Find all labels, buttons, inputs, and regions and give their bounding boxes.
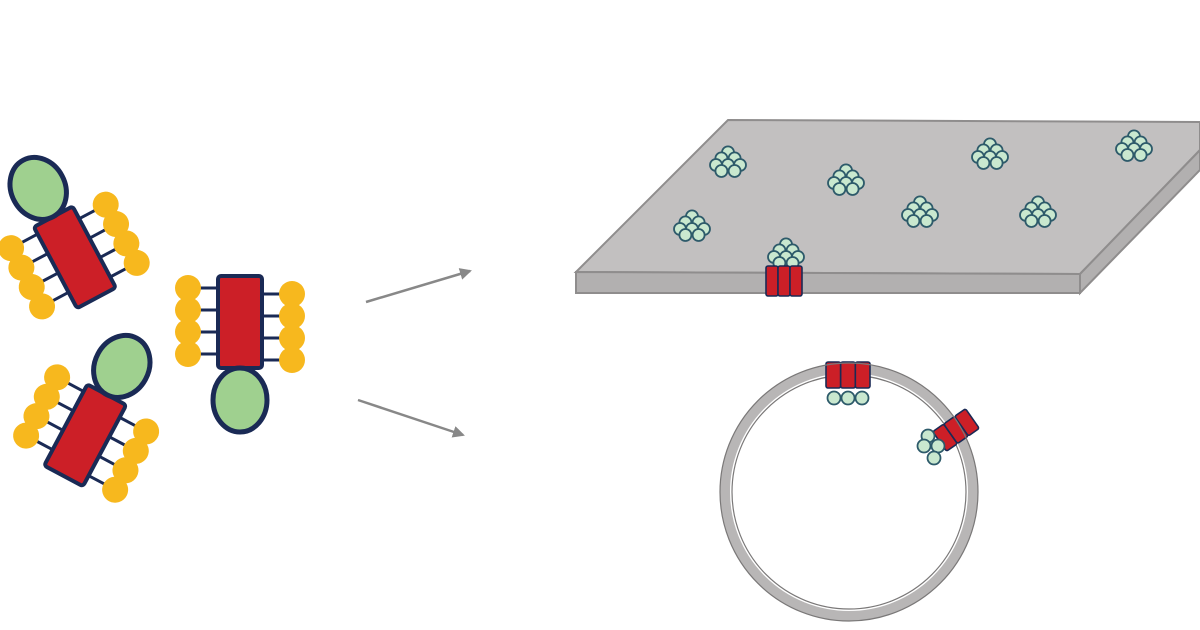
ligand-ball bbox=[175, 275, 201, 301]
ligand-ball bbox=[123, 249, 150, 276]
ligand-ball bbox=[175, 319, 201, 345]
ligand-ball bbox=[113, 230, 140, 257]
helix-segment bbox=[765, 265, 779, 297]
ligand-ball bbox=[23, 403, 50, 430]
ligand-linker bbox=[46, 420, 64, 432]
ligand-ball bbox=[29, 293, 56, 320]
ligand-ball bbox=[279, 303, 305, 329]
surface-right-edge bbox=[1079, 148, 1200, 296]
protein-head bbox=[210, 365, 270, 435]
vesicle-inserted-proteins bbox=[825, 361, 980, 466]
surface-front-edge bbox=[575, 270, 1081, 294]
ligand-linker bbox=[56, 401, 74, 413]
cluster-subunit bbox=[714, 164, 729, 178]
protein-body bbox=[216, 274, 264, 370]
ligand-linker bbox=[99, 247, 117, 259]
ligand-linker bbox=[87, 474, 106, 486]
flat-surface bbox=[573, 118, 1200, 297]
helix-segment bbox=[777, 265, 791, 297]
helix-segment bbox=[789, 265, 803, 297]
cluster-subunit bbox=[976, 156, 991, 170]
cluster-subunit bbox=[1024, 214, 1039, 228]
arrows bbox=[357, 268, 472, 438]
arrow-right-icon bbox=[365, 268, 472, 304]
ligand-linker bbox=[78, 208, 96, 221]
ligand-ball bbox=[44, 364, 71, 391]
pegylated-protein-icon bbox=[0, 154, 150, 320]
ligand-ball bbox=[133, 418, 160, 445]
ligand-ball bbox=[13, 422, 40, 449]
cluster-subunit bbox=[1133, 148, 1148, 162]
helix-segment bbox=[839, 361, 857, 389]
ligand-ball bbox=[92, 191, 119, 218]
arrow-right-icon bbox=[357, 398, 465, 438]
cluster-subunit bbox=[1120, 148, 1135, 162]
helix-segment bbox=[854, 361, 871, 389]
lipid-vesicle-icon bbox=[719, 361, 980, 622]
vesicle-membrane-inner bbox=[731, 374, 967, 610]
pegylated-protein-icon bbox=[175, 274, 305, 435]
adsorbed-protein-cluster bbox=[673, 209, 711, 242]
ligand-linker bbox=[108, 435, 126, 447]
pegylated-protein-icon bbox=[13, 332, 160, 503]
ligand-ball bbox=[279, 325, 305, 351]
cluster-subunit bbox=[832, 182, 847, 196]
adsorbed-protein-cluster bbox=[827, 163, 865, 196]
ligand-linker bbox=[88, 228, 107, 240]
helix-segment bbox=[825, 361, 842, 389]
protein-head bbox=[7, 154, 69, 222]
adsorbed-protein-cluster bbox=[971, 137, 1009, 170]
ligand-linker bbox=[67, 381, 85, 393]
ligand-ball bbox=[18, 274, 45, 301]
adsorbed-protein-cluster bbox=[1115, 129, 1153, 162]
free-molecules bbox=[0, 154, 305, 503]
surface-clusters bbox=[673, 129, 1153, 242]
inserted-protein-bundle bbox=[765, 265, 803, 297]
adsorbed-protein-cluster bbox=[709, 145, 747, 178]
protein-head bbox=[91, 332, 153, 400]
ligand-ball bbox=[279, 347, 305, 373]
adsorbed-protein-cluster bbox=[1019, 195, 1057, 228]
cluster-subunit bbox=[919, 214, 934, 228]
ligand-linker bbox=[20, 232, 39, 244]
adsorbed-protein-cluster bbox=[901, 195, 939, 228]
ligand-ball bbox=[175, 297, 201, 323]
ligand-ball bbox=[8, 254, 35, 281]
ligand-linker bbox=[41, 271, 59, 283]
ligand-ball bbox=[102, 476, 129, 503]
cluster-subunit bbox=[989, 156, 1004, 170]
cluster-subunit bbox=[1037, 214, 1052, 228]
inserted-protein-bundle bbox=[825, 361, 871, 389]
cluster-subunit bbox=[854, 390, 870, 406]
cluster-subunit bbox=[840, 390, 856, 406]
ligand-linker bbox=[31, 252, 49, 264]
ligand-linker bbox=[118, 416, 137, 428]
vesicle-membrane-outer bbox=[719, 362, 979, 622]
cluster-subunit bbox=[691, 228, 706, 242]
ligand-ball bbox=[112, 457, 139, 484]
ligand-linker bbox=[36, 439, 54, 452]
ligand-linker bbox=[109, 267, 127, 279]
helix-segment bbox=[954, 408, 980, 437]
ligand-ball bbox=[0, 235, 25, 262]
ligand-linker bbox=[98, 454, 116, 466]
cluster-subunit bbox=[926, 450, 942, 466]
ligand-ball bbox=[279, 281, 305, 307]
cluster-subunit bbox=[826, 390, 842, 406]
ligand-ball bbox=[175, 341, 201, 367]
ligand-ball bbox=[33, 383, 60, 410]
cluster-subunit bbox=[678, 228, 693, 242]
cluster-subunit bbox=[845, 182, 860, 196]
ligand-ball bbox=[122, 437, 149, 464]
cluster-subunit bbox=[916, 438, 932, 454]
cluster-subunit bbox=[930, 438, 946, 454]
surface-inserted-protein bbox=[765, 237, 805, 297]
cluster-subunit bbox=[727, 164, 742, 178]
cluster-subunit bbox=[906, 214, 921, 228]
ligand-linker bbox=[51, 291, 70, 303]
ligand-ball bbox=[103, 211, 130, 238]
